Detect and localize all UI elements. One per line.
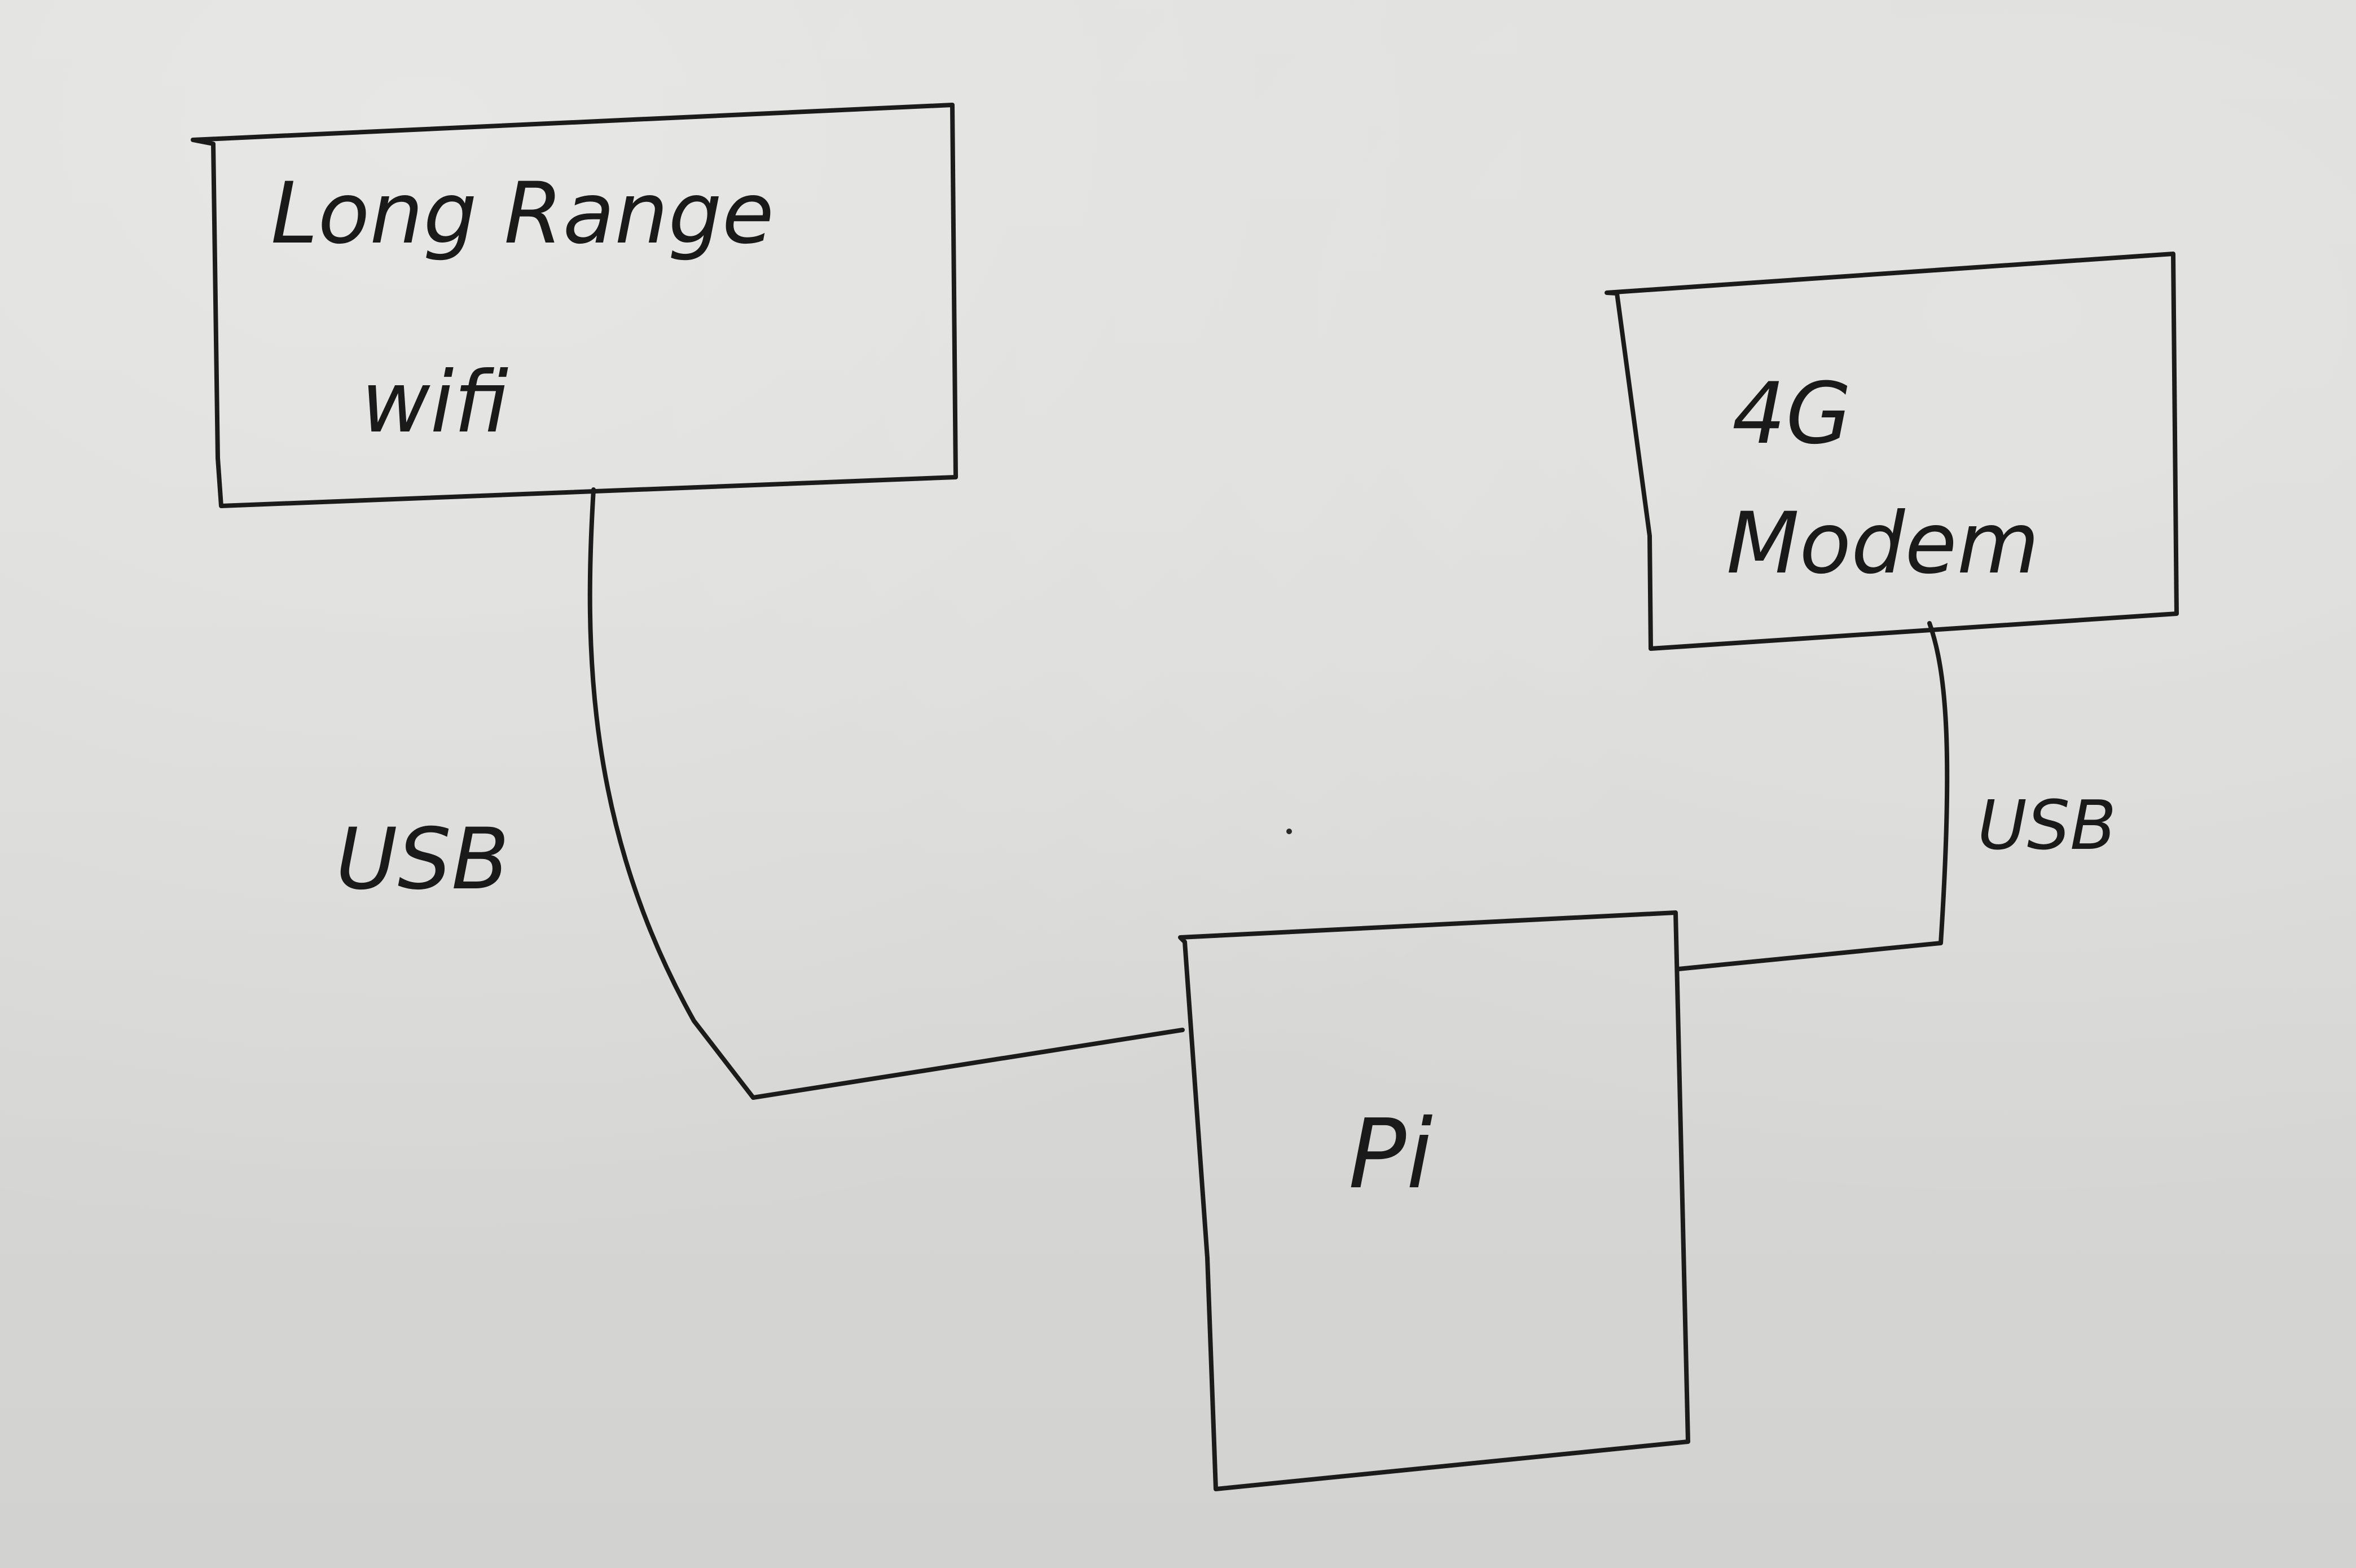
modem-label-line2: Modem (1726, 495, 2039, 593)
edge-wifi-to-pi: USB (336, 487, 1185, 1100)
wifi-pi-cable (587, 487, 1185, 1100)
wifi-pi-usb-label: USB (336, 811, 509, 909)
modem-pi-cable (1676, 621, 1950, 971)
wifi-box-outline (191, 103, 958, 508)
modem-box-outline (1605, 252, 2179, 651)
modem-label-line1: 4G (1732, 365, 1852, 463)
modem-pi-usb-label: USB (1977, 787, 2116, 865)
wifi-label-line1: Long Range (271, 165, 774, 263)
edge-modem-to-pi: USB (1676, 621, 2116, 971)
wifi-label-line2: wifi (361, 354, 508, 452)
node-4g-modem: 4G Modem (1605, 252, 2179, 651)
node-pi: Pi (1178, 910, 1690, 1491)
node-long-range-wifi: Long Range wifi (191, 103, 958, 508)
pencil-speck (1286, 829, 1292, 834)
pi-box-outline (1178, 910, 1690, 1491)
pi-label: Pi (1348, 1099, 1433, 1210)
